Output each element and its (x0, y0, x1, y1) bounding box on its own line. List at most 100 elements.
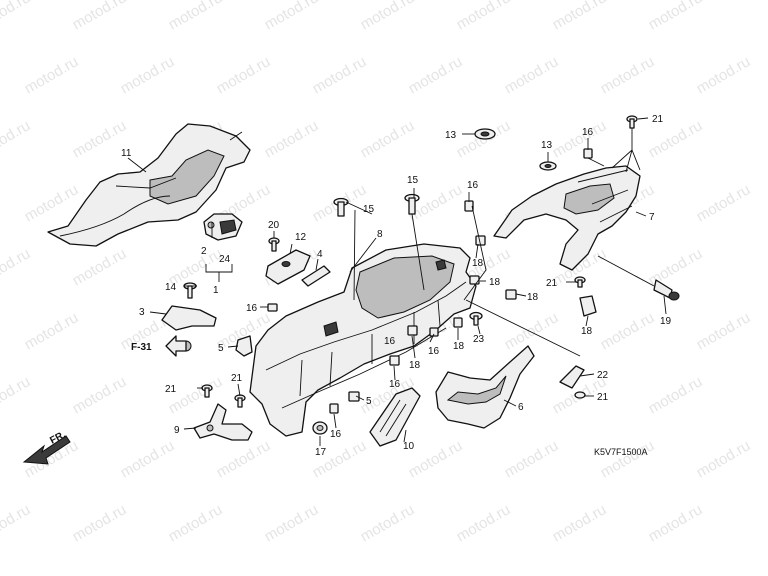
leader-lines (127, 117, 667, 446)
watermark-text: motod.ru (262, 117, 322, 161)
callout-19: 19 (660, 316, 672, 327)
reference-arrow-icon (165, 335, 187, 357)
watermark-text: motod.ru (694, 437, 754, 481)
fasteners-upper-right (574, 115, 638, 288)
strip-part-4 (301, 265, 331, 287)
callout-11: 11 (121, 148, 132, 159)
callout-21-c: 21 (652, 114, 664, 125)
callout-21-b: 21 (231, 373, 243, 384)
screw-part-20 (268, 237, 280, 252)
watermark-text: motod.ru (502, 53, 562, 97)
screw-part-23 (469, 311, 483, 326)
callout-9: 9 (174, 425, 180, 436)
callout-18-d: 18 (453, 341, 465, 352)
callout-16-b: 16 (467, 180, 479, 191)
watermark-text: motod.ru (646, 373, 706, 417)
bracket-parts-2-24 (203, 213, 243, 241)
callout-16-f: 16 (330, 429, 342, 440)
watermark-text: motod.ru (694, 181, 754, 225)
watermark-text: motod.ru (118, 53, 178, 97)
callout-5-right: 5 (366, 396, 372, 407)
watermark-text: motod.ru (358, 501, 418, 545)
watermark-text: motod.ru (550, 0, 610, 33)
callout-15-b: 15 (407, 175, 419, 186)
luggage-box-part-8 (249, 243, 477, 437)
callout-15-a: 15 (363, 204, 375, 215)
watermark-text: motod.ru (22, 53, 82, 97)
callout-4: 4 (317, 249, 323, 260)
watermark-text: motod.ru (646, 501, 706, 545)
bolt-part-19 (653, 279, 680, 301)
watermark-text: motod.ru (502, 437, 562, 481)
clip-part-5-left (235, 335, 253, 357)
callout-16-c: 16 (428, 346, 440, 357)
callout-6: 6 (518, 402, 524, 413)
under-cover-part-11 (47, 123, 251, 247)
watermark-text: motod.ru (502, 309, 562, 353)
callout-13-b: 13 (541, 140, 553, 151)
watermark-text: motod.ru (358, 117, 418, 161)
callout-16-d: 16 (384, 336, 396, 347)
callout-13-a: 13 (445, 130, 457, 141)
callout-16-g: 16 (582, 127, 594, 138)
clip-part-16-left (267, 303, 278, 312)
watermark-text: motod.ru (70, 0, 130, 33)
bracket-part-18-right (579, 295, 597, 317)
watermark-text: motod.ru (118, 437, 178, 481)
watermark-text: motod.ru (166, 0, 226, 33)
callout-8: 8 (377, 229, 383, 240)
direction-arrow-icon (22, 435, 71, 465)
callout-24: 24 (219, 254, 231, 265)
callout-10: 10 (403, 441, 415, 452)
callout-labels: 11 2 24 1 14 3 20 12 4 16 5 21 21 9 15 1… (121, 114, 672, 458)
watermark-text: motod.ru (598, 309, 658, 353)
watermark-text: motod.ru (22, 309, 82, 353)
bolts-part-15 (333, 193, 420, 217)
callout-23: 23 (473, 334, 485, 345)
diagram-code: K5V7F1500A (594, 447, 648, 457)
watermark-text: motod.ru (454, 501, 514, 545)
watermark-text: motod.ru (166, 501, 226, 545)
watermark-text: motod.ru (262, 501, 322, 545)
callout-12: 12 (295, 232, 307, 243)
watermark-text: motod.ru (358, 0, 418, 33)
watermark-text: motod.ru (0, 501, 33, 545)
rear-cover-part-7 (493, 165, 641, 271)
callout-21-a: 21 (165, 384, 177, 395)
callout-5-left: 5 (218, 343, 224, 354)
watermark-text: motod.ru (310, 53, 370, 97)
watermark-text: motod.ru (598, 53, 658, 97)
watermark-text: motod.ru (694, 53, 754, 97)
watermark-text: motod.ru (214, 53, 274, 97)
callout-17: 17 (315, 447, 327, 458)
grommets-part-13 (474, 128, 557, 171)
watermark-text: motod.ru (646, 0, 706, 33)
watermark-text: motod.ru (70, 501, 130, 545)
callout-21-e: 21 (597, 392, 609, 403)
callout-18-a: 18 (472, 258, 484, 269)
callout-21-d: 21 (546, 278, 558, 289)
callout-1: 1 (213, 285, 219, 296)
callout-20: 20 (268, 220, 280, 231)
reference-label: F-31 (131, 342, 152, 353)
callout-18-b: 18 (489, 277, 501, 288)
callout-22: 22 (597, 370, 609, 381)
watermark-text: motod.ru (310, 437, 370, 481)
watermark-text: motod.ru (0, 245, 33, 289)
watermark-text: motod.ru (550, 501, 610, 545)
callout-18-c: 18 (527, 292, 539, 303)
bracket-part-22 (559, 365, 586, 399)
watermark-text: motod.ru (646, 245, 706, 289)
bolt-part-14 (183, 282, 197, 299)
callout-16-e: 16 (389, 379, 401, 390)
watermark-text: motod.ru (70, 245, 130, 289)
grommet-part-17 (312, 421, 328, 435)
screws-part-21-left (201, 384, 246, 408)
watermark-text: motod.ru (214, 437, 274, 481)
callout-16-left: 16 (246, 303, 258, 314)
watermark-text: motod.ru (694, 309, 754, 353)
callout-7: 7 (649, 212, 655, 223)
callout-3: 3 (139, 307, 145, 318)
